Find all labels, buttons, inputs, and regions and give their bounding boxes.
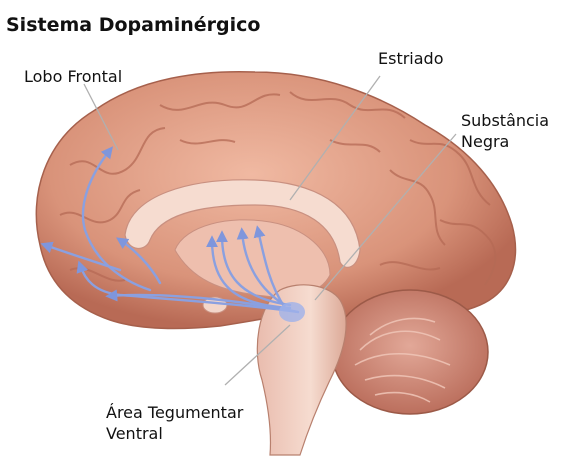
diagram-title: Sistema Dopaminérgico (6, 14, 260, 36)
label-lobo-frontal: Lobo Frontal (24, 66, 122, 87)
label-estriado: Estriado (378, 48, 444, 69)
label-substancia-negra-line2: Negra (461, 131, 549, 152)
cerebellum (332, 290, 488, 414)
label-substancia-negra-line1: Substância (461, 110, 549, 131)
label-area-tegmentar-line2: Ventral (106, 423, 243, 444)
label-area-tegmentar-line1: Área Tegumentar (106, 402, 243, 423)
label-substancia-negra: Substância Negra (461, 110, 549, 152)
vta-region (279, 302, 305, 322)
label-area-tegmentar-ventral: Área Tegumentar Ventral (106, 402, 243, 444)
